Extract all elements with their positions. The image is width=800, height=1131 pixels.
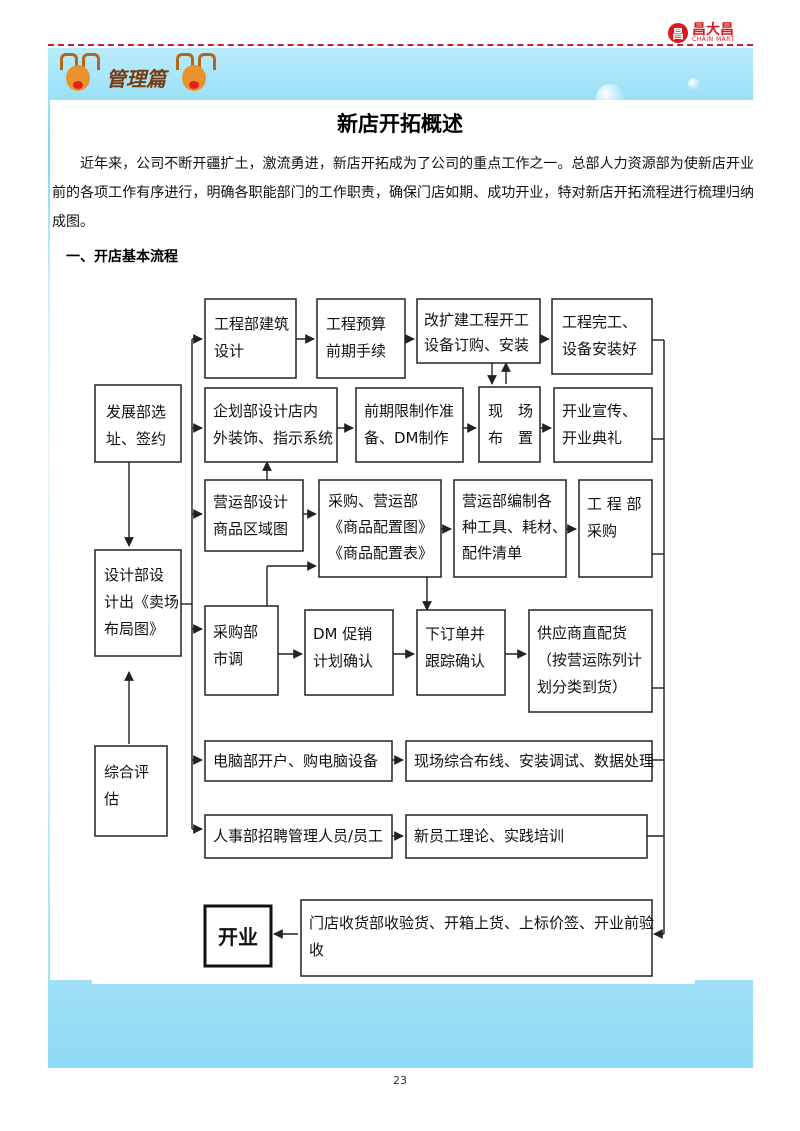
node-dm: DM 促销 计划确认 [304, 609, 394, 696]
node-wangong: 工程完工、 设备安装好 [551, 298, 653, 375]
node-shouhuo-line: 门店收货部收验货、开箱上货、上标价签、开业前验 [309, 914, 654, 932]
node-qihua-line: 企划部设计店内 [213, 402, 318, 420]
node-renshi: 人事部招聘管理人员/员工 [204, 814, 393, 859]
node-renshi-line: 人事部招聘管理人员/员工 [213, 827, 383, 845]
logo-text: 昌大昌 CHAIN MART [692, 23, 735, 43]
node-gongcheng-caigou-line: 工 程 部 [587, 495, 642, 513]
reindeer-icon [172, 53, 216, 101]
page-title: 新店开拓概述 [337, 111, 463, 136]
node-sheji-line: 计出《卖场 [104, 593, 179, 611]
node-yingyun-sheji-line: 商品区域图 [213, 520, 288, 538]
node-xianchang-line: 布 置 [488, 429, 533, 447]
node-gongcheng-caigou: 工 程 部 采购 [578, 479, 653, 578]
node-caigou-shidiao: 采购部 市调 [204, 605, 279, 696]
node-kaiye: 开业 [203, 904, 273, 968]
company-logo: 昌 昌大昌 CHAIN MART [668, 20, 752, 46]
node-sheji-line: 布局图》 [104, 620, 164, 638]
node-yingyun-bianzhi-line: 配件清单 [462, 544, 522, 562]
node-yusuan-line: 前期手续 [326, 342, 386, 360]
node-yingyun-bianzhi-line: 营运部编制各 [462, 492, 552, 510]
node-sheji-line: 设计部设 [104, 566, 164, 584]
node-yingyun-sheji: 营运部设计 商品区域图 [204, 479, 304, 552]
node-caigou-shidiao-line: 市调 [213, 650, 243, 668]
node-dm-line: DM 促销 [313, 625, 372, 643]
section-header: 管理篇 [56, 50, 271, 104]
node-xianzhi-line: 前期限制作准 [364, 402, 454, 420]
node-gongcheng-sheji-line: 工程部建筑 [214, 315, 289, 333]
node-xiadingdan-line: 跟踪确认 [425, 652, 485, 670]
node-yusuan-line: 工程预算 [326, 315, 386, 333]
node-yusuan: 工程预算 前期手续 [316, 298, 406, 379]
node-caigou-peizhi-line: 采购、营运部 [328, 492, 418, 510]
logo-mark-icon: 昌 [668, 23, 688, 43]
flow-connectors [124, 334, 665, 939]
node-xianzhi: 前期限制作准 备、DM制作 [355, 387, 464, 463]
node-xianchang-line: 现 场 [488, 402, 533, 420]
logo-chinese-name: 昌大昌 [692, 22, 734, 38]
node-gaikuojian: 改扩建工程开工 设备订购、安装 [416, 298, 541, 364]
header-divider [48, 44, 753, 46]
node-caigou-shidiao-line: 采购部 [213, 623, 258, 641]
node-fazhan: 发展部选 址、签约 [94, 384, 182, 463]
node-zonghe: 综合评 估 [94, 745, 168, 837]
node-kaiye-line: 开业 [218, 925, 258, 949]
logo-english-name: CHAIN MART [692, 36, 735, 43]
node-zonghe-line: 综合评 [104, 763, 149, 781]
node-gongying: 供应商直配货 （按营运陈列计 划分类到货） [528, 609, 653, 713]
node-xianchang-zonghe-line: 现场综合布线、安装调试、数据处理 [414, 752, 654, 770]
node-xianchang-zonghe: 现场综合布线、安装调试、数据处理 [405, 740, 654, 782]
node-qihua-line: 外装饰、指示系统 [213, 429, 333, 447]
node-xiadingdan: 下订单并 跟踪确认 [416, 609, 506, 696]
node-fazhan-line: 发展部选 [106, 403, 166, 421]
node-qihua: 企划部设计店内 外装饰、指示系统 [204, 387, 338, 463]
reindeer-icon [56, 53, 100, 101]
node-gongcheng-sheji: 工程部建筑 设计 [204, 298, 297, 379]
node-peixun: 新员工理论、实践培训 [405, 814, 648, 859]
node-gongying-line: 划分类到货） [537, 678, 627, 696]
node-yingyun-bianzhi-line: 种工具、耗材、 [462, 518, 567, 536]
node-caigou-peizhi-line: 《商品配置表》 [328, 544, 433, 562]
node-peixun-line: 新员工理论、实践培训 [414, 827, 564, 845]
node-shouhuo-line: 收 [309, 941, 324, 959]
node-xuanchuan-line: 开业宣传、 [562, 402, 637, 420]
intro-paragraph: 近年来，公司不断开疆扩土，激流勇进，新店开拓成为了公司的重点工作之一。总部人力资… [52, 156, 754, 230]
node-gaikuojian-line: 改扩建工程开工 [424, 311, 529, 329]
node-xiadingdan-line: 下订单并 [425, 625, 485, 643]
node-xuanchuan: 开业宣传、 开业典礼 [553, 387, 653, 463]
node-gaikuojian-line: 设备订购、安装 [424, 336, 529, 354]
page-number: 23 [393, 1074, 407, 1087]
node-xianzhi-line: 备、DM制作 [364, 429, 449, 447]
node-shouhuo: 门店收货部收验货、开箱上货、上标价签、开业前验 收 [300, 899, 654, 977]
node-caigou-peizhi-line: 《商品配置图》 [328, 518, 433, 536]
store-opening-flowchart: 发展部选 址、签约 设计部设 计出《卖场 布局图》 综合评 估 工程部建筑 设计… [92, 284, 695, 984]
node-gongcheng-caigou-line: 采购 [587, 522, 617, 540]
node-wangong-line: 设备安装好 [562, 340, 637, 358]
node-xianchang: 现 场 布 置 [478, 386, 541, 463]
section-subheading: 一、开店基本流程 [66, 249, 178, 265]
node-zonghe-line: 估 [104, 790, 119, 808]
node-fazhan-line: 址、签约 [106, 430, 166, 448]
node-sheji: 设计部设 计出《卖场 布局图》 [94, 549, 182, 657]
node-dm-line: 计划确认 [313, 652, 373, 670]
node-wangong-line: 工程完工、 [562, 313, 637, 331]
node-xuanchuan-line: 开业典礼 [562, 429, 622, 447]
water-drop-decoration [688, 78, 700, 90]
section-name: 管理篇 [106, 66, 166, 91]
node-diannao-line: 电脑部开户、购电脑设备 [213, 752, 378, 770]
node-gongying-line: （按营运陈列计 [537, 651, 642, 669]
node-gongying-line: 供应商直配货 [537, 624, 627, 642]
node-diannao: 电脑部开户、购电脑设备 [204, 740, 393, 782]
node-gongcheng-sheji-line: 设计 [214, 342, 244, 360]
node-yingyun-sheji-line: 营运部设计 [213, 493, 288, 511]
node-yingyun-bianzhi: 营运部编制各 种工具、耗材、 配件清单 [453, 479, 567, 578]
node-caigou-peizhi: 采购、营运部 《商品配置图》 《商品配置表》 [318, 479, 442, 578]
